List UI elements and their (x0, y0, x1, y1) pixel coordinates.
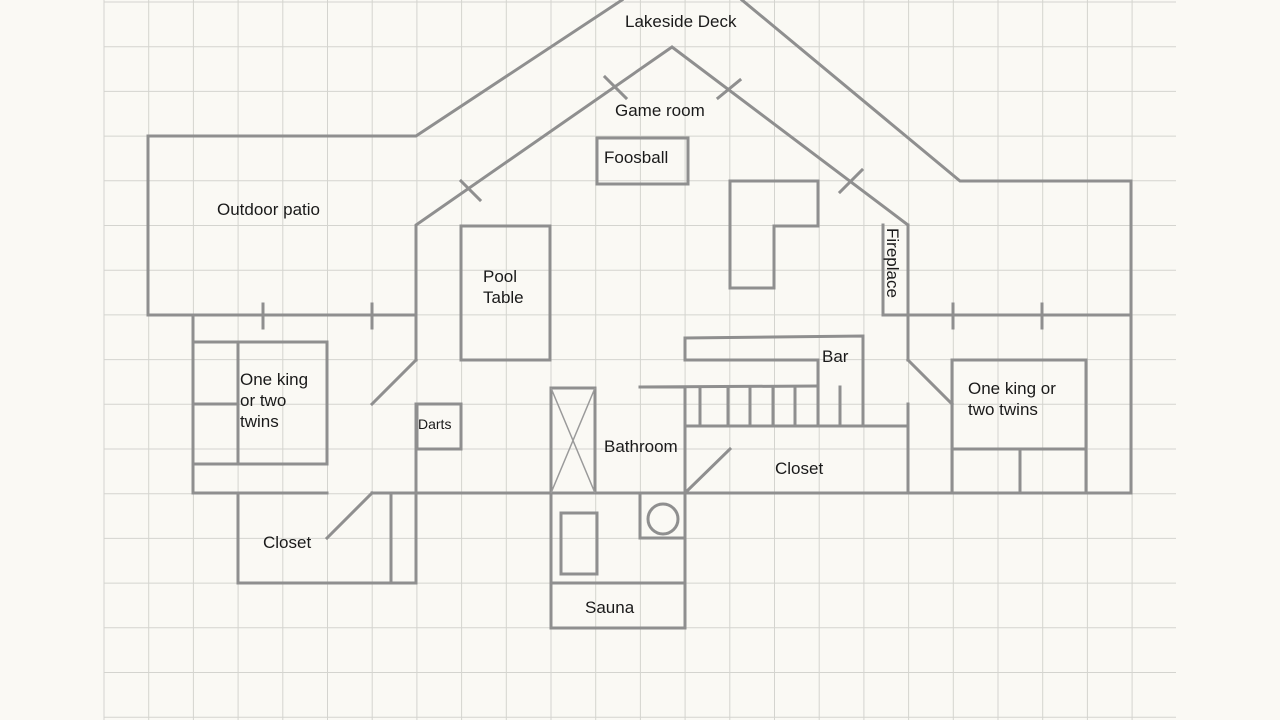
shower-cross-line (550, 387, 596, 494)
door-tick (602, 74, 629, 101)
stairs (698, 385, 842, 428)
left-bedroom-walls (191, 313, 329, 495)
right-bedroom-door (905, 357, 955, 407)
sauna-bench (559, 511, 599, 576)
label-outdoor-patio: Outdoor patio (217, 200, 320, 219)
deck-outline-right (739, 0, 1133, 495)
room-labels: Lakeside Deck Game room Foosball Outdoor… (217, 12, 1056, 617)
deck-outline-left (146, 0, 625, 317)
right-closet-door (682, 446, 733, 496)
label-pool-table-1: Pool (483, 267, 517, 286)
left-bed (191, 340, 329, 466)
label-closet-right: Closet (775, 459, 823, 478)
door-tick (715, 77, 743, 101)
label-left-bedroom-1: One king (240, 370, 308, 389)
label-left-bedroom-2: or two (240, 391, 286, 410)
left-closet-door (324, 490, 375, 541)
label-bar: Bar (822, 347, 849, 366)
bathroom-shower (549, 386, 597, 495)
darts-board (415, 402, 463, 451)
label-lakeside-deck: Lakeside Deck (625, 12, 737, 31)
label-bathroom: Bathroom (604, 437, 678, 456)
label-foosball: Foosball (604, 148, 668, 167)
label-fireplace: Fireplace (883, 228, 902, 298)
shower-cross (550, 387, 596, 494)
label-darts: Darts (418, 416, 451, 432)
label-pool-table-2: Table (483, 288, 524, 307)
fireplace (881, 223, 910, 317)
label-right-bedroom-1: One king or (968, 379, 1056, 398)
label-left-bedroom-3: twins (240, 412, 279, 431)
label-closet-left: Closet (263, 533, 311, 552)
pool-table (459, 224, 552, 362)
label-game-room: Game room (615, 101, 705, 120)
sauna-heater (646, 502, 680, 536)
door-tick (837, 167, 865, 195)
foosball-table (595, 136, 690, 186)
label-sauna: Sauna (585, 598, 635, 617)
door-markers (261, 74, 1044, 330)
sauna-heater-box (638, 491, 687, 540)
label-right-bedroom-2: two twins (968, 400, 1038, 419)
l-sofa (728, 179, 820, 290)
left-bedroom-door (369, 357, 419, 407)
door-tick (458, 178, 483, 203)
